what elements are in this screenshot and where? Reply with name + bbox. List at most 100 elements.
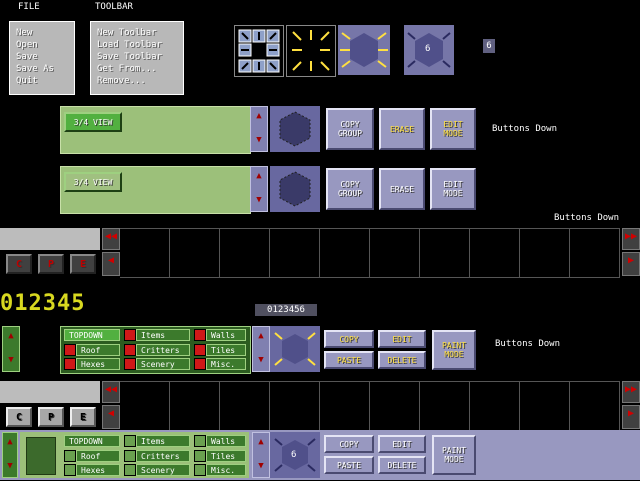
toolbar-menu-load[interactable]: Load Toolbar [97, 40, 163, 50]
view-button-1[interactable]: 3/4 VIEW [64, 112, 122, 132]
strip-2-left-top[interactable]: ◀◀ [102, 381, 120, 403]
c-button-1[interactable]: C [6, 254, 32, 274]
scroll-down-icon[interactable]: ▼ [258, 461, 264, 471]
tiles-checkbox-3[interactable] [194, 344, 206, 356]
scroll-2[interactable]: ▲ ▼ [250, 166, 268, 212]
tile-strip-1[interactable] [120, 228, 620, 278]
delete-button-3[interactable]: DELETE [378, 351, 426, 369]
file-menu-new[interactable]: New [16, 28, 33, 38]
file-menu-quit[interactable]: Quit [16, 76, 38, 86]
panel-4-hex-scroll[interactable]: ▲ ▼ [252, 432, 270, 478]
p-button-2[interactable]: P [38, 407, 64, 427]
tile-preview [26, 437, 56, 475]
scroll-up-icon[interactable]: ▲ [7, 437, 13, 447]
menu-toolbar[interactable]: TOOLBAR [95, 2, 133, 12]
panel-3-scroll[interactable]: ▲ ▼ [2, 326, 20, 372]
walls-label-4: Walls [206, 435, 246, 447]
scenery-label-4: Scenery [136, 464, 190, 476]
toolbar-menu-get-from[interactable]: Get From... [97, 64, 157, 74]
hex-pad-yellow[interactable] [338, 25, 390, 75]
panel-4-scroll[interactable]: ▲ ▼ [2, 432, 18, 478]
hexes-checkbox-4[interactable] [64, 464, 76, 476]
copy-group-button-1[interactable]: COPY GROUP [326, 108, 374, 150]
critters-checkbox-3[interactable] [124, 344, 136, 356]
panel-3-hex-scroll[interactable]: ▲ ▼ [252, 326, 270, 372]
hexes-checkbox-3[interactable] [64, 358, 76, 370]
tile-strip-2[interactable] [120, 381, 620, 431]
status-label-3: Buttons Down [495, 339, 561, 349]
strip-1-right-bottom[interactable]: ▶ [622, 252, 640, 276]
strip-1-left-bottom[interactable]: ◀ [102, 252, 120, 276]
items-checkbox-3[interactable] [124, 329, 136, 341]
e-button-2[interactable]: E [70, 407, 96, 427]
topdown-button-3[interactable]: TOPDOWN [64, 329, 120, 341]
menu-bar: FILE TOOLBAR [0, 0, 640, 14]
file-menu-open[interactable]: Open [16, 40, 38, 50]
items-checkbox-4[interactable] [124, 435, 136, 447]
erase-button-2[interactable]: ERASE [379, 168, 425, 210]
copy-button-3[interactable]: COPY [324, 330, 374, 348]
critters-checkbox-4[interactable] [124, 450, 136, 462]
tiles-checkbox-4[interactable] [194, 450, 206, 462]
hex-pad-number[interactable]: 6 [404, 25, 454, 75]
status-label-2: Buttons Down [554, 213, 620, 223]
toolbar-menu-remove[interactable]: Remove... [97, 76, 146, 86]
p-button-1[interactable]: P [38, 254, 64, 274]
roof-checkbox-4[interactable] [64, 450, 76, 462]
menu-file[interactable]: FILE [18, 2, 40, 12]
paint-mode-button-3[interactable]: PAINT MODE [432, 330, 476, 370]
scroll-down-icon[interactable]: ▼ [256, 195, 262, 205]
scroll-down-icon[interactable]: ▼ [258, 355, 264, 365]
e-button-1[interactable]: E [70, 254, 96, 274]
file-menu: New Open Save Save As Quit [9, 21, 75, 95]
strip-2-right-top[interactable]: ▶▶ [622, 381, 640, 403]
toolbar-menu-new[interactable]: New Toolbar [97, 28, 157, 38]
erase-button-1[interactable]: ERASE [379, 108, 425, 150]
misc-checkbox-4[interactable] [194, 464, 206, 476]
view-button-2[interactable]: 3/4 VIEW [64, 172, 122, 192]
scenery-checkbox-4[interactable] [124, 464, 136, 476]
hex-direction-yellow-icon [274, 332, 316, 366]
edit-button-4[interactable]: EDIT [378, 435, 426, 453]
direction-arrows-icon[interactable] [235, 26, 283, 76]
paint-mode-button-4[interactable]: PAINT MODE [432, 435, 476, 475]
delete-button-4[interactable]: DELETE [378, 456, 426, 474]
strip-2-right-bottom[interactable]: ▶ [622, 405, 640, 429]
strip-1-left-top[interactable]: ◀◀ [102, 228, 120, 250]
scenery-checkbox-3[interactable] [124, 358, 136, 370]
scroll-down-icon[interactable]: ▼ [7, 461, 13, 471]
misc-checkbox-3[interactable] [194, 358, 206, 370]
copy-button-4[interactable]: COPY [324, 435, 374, 453]
scroll-up-icon[interactable]: ▲ [258, 331, 264, 341]
paste-button-3[interactable]: PASTE [324, 351, 374, 369]
roof-checkbox-3[interactable] [64, 344, 76, 356]
direction-arrows-yellow-icon[interactable] [287, 26, 335, 76]
strip-1-right-top[interactable]: ▶▶ [622, 228, 640, 250]
toolbar-menu-save[interactable]: Save Toolbar [97, 52, 163, 62]
scroll-1[interactable]: ▲ ▼ [250, 106, 268, 152]
file-menu-save[interactable]: Save [16, 52, 38, 62]
strip-2-left-bottom[interactable]: ◀ [102, 405, 120, 429]
scroll-down-icon[interactable]: ▼ [256, 135, 262, 145]
hex-dots-icon [279, 171, 311, 207]
copy-group-button-2[interactable]: COPY GROUP [326, 168, 374, 210]
walls-checkbox-3[interactable] [194, 329, 206, 341]
scroll-up-icon[interactable]: ▲ [8, 331, 14, 341]
edit-button-3[interactable]: EDIT [378, 330, 426, 348]
hexes-label-3: Hexes [76, 358, 120, 370]
hex-pad-row-1[interactable] [270, 106, 320, 152]
file-menu-save-as[interactable]: Save As [16, 64, 54, 74]
hex-pad-panel-4[interactable]: 6 [270, 432, 320, 478]
paste-button-4[interactable]: PASTE [324, 456, 374, 474]
scroll-up-icon[interactable]: ▲ [256, 111, 262, 121]
edit-mode-button-1[interactable]: EDIT MODE [430, 108, 476, 150]
c-button-2[interactable]: C [6, 407, 32, 427]
scroll-up-icon[interactable]: ▲ [256, 171, 262, 181]
walls-checkbox-4[interactable] [194, 435, 206, 447]
edit-mode-button-2[interactable]: EDIT MODE [430, 168, 476, 210]
topdown-button-4[interactable]: TOPDOWN [64, 435, 120, 447]
hex-pad-panel-3[interactable] [270, 326, 320, 372]
hex-pad-row-2[interactable] [270, 166, 320, 212]
scroll-up-icon[interactable]: ▲ [258, 437, 264, 447]
scroll-down-icon[interactable]: ▼ [8, 355, 14, 365]
